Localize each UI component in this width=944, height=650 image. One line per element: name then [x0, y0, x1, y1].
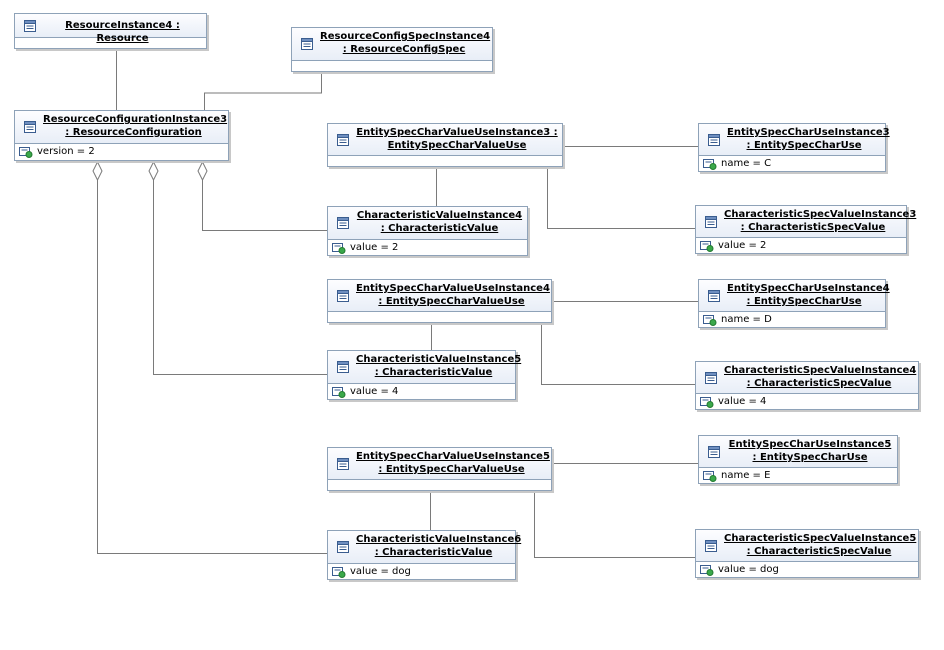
instance-icon	[337, 361, 349, 373]
attribute-row: version = 2	[15, 144, 228, 160]
attribute-icon	[332, 243, 346, 254]
attribute-icon	[700, 241, 714, 252]
instance-icon	[337, 289, 349, 302]
node-title: EntitySpecCharValueUseInstance4 : Entity…	[356, 283, 550, 307]
node-escvu-instance3[interactable]: EntitySpecCharValueUseInstance3 : Entity…	[327, 123, 563, 167]
composition-diamond	[148, 160, 159, 182]
attribute-row: name = C	[699, 156, 885, 172]
edge-configuration-to-cv5	[153, 180, 327, 375]
instance-icon	[24, 19, 36, 32]
attribute-icon	[332, 387, 346, 398]
node-title: CharacteristicSpecValueInstance3 : Chara…	[724, 209, 917, 233]
attribute-value: value = dog	[718, 564, 779, 575]
attribute-value: value = 4	[718, 396, 767, 407]
node-title: ResourceConfigSpecInstance4 : ResourceCo…	[320, 31, 491, 55]
edge-escvu5-to-csv5	[534, 491, 695, 558]
attribute-icon	[703, 159, 717, 170]
attribute-row: value = 4	[328, 384, 515, 400]
attribute-value: name = D	[721, 314, 772, 325]
attribute-value: value = 4	[350, 386, 399, 397]
attribute-row: value = dog	[328, 564, 515, 580]
attribute-value: value = 2	[350, 242, 399, 253]
node-title: EntitySpecCharValueUseInstance5 : Entity…	[356, 451, 550, 475]
attribute-icon	[19, 147, 33, 158]
attribute-row: value = 4	[696, 394, 918, 410]
attribute-icon	[700, 565, 714, 576]
node-cv-instance6[interactable]: CharacteristicValueInstance6 : Character…	[327, 530, 521, 580]
node-csv-instance5[interactable]: CharacteristicSpecValueInstance5 : Chara…	[695, 529, 919, 578]
node-title: EntitySpecCharValueUseInstance3 : Entity…	[356, 127, 558, 151]
node-escu-instance5[interactable]: EntitySpecCharUseInstance5 : EntitySpecC…	[698, 435, 898, 484]
instance-icon	[708, 133, 720, 146]
node-escu-instance3[interactable]: EntitySpecCharUseInstance3 : EntitySpecC…	[698, 123, 890, 172]
instance-icon	[705, 539, 717, 552]
instance-icon	[24, 121, 36, 133]
edge-configuration-to-cv6	[97, 180, 327, 554]
composition-diamond	[92, 160, 103, 182]
node-escu-instance4[interactable]: EntitySpecCharUseInstance4 : EntitySpecC…	[698, 279, 890, 328]
attribute-value: value = 2	[718, 240, 767, 251]
attribute-row: name = D	[699, 312, 885, 328]
attribute-icon	[332, 567, 346, 578]
node-cv-instance5[interactable]: CharacteristicValueInstance5 : Character…	[327, 350, 521, 400]
attribute-row: value = dog	[696, 562, 918, 578]
edge-configuration-to-cv4	[202, 180, 327, 231]
attribute-icon	[703, 471, 717, 482]
node-title: CharacteristicSpecValueInstance4 : Chara…	[724, 365, 917, 389]
instance-icon	[337, 133, 349, 146]
node-csv-instance4[interactable]: CharacteristicSpecValueInstance4 : Chara…	[695, 361, 919, 410]
node-title: EntitySpecCharUseInstance4 : EntitySpecC…	[727, 283, 890, 307]
node-title: CharacteristicValueInstance4 : Character…	[356, 210, 523, 234]
instance-icon	[301, 38, 313, 50]
node-title: CharacteristicValueInstance5 : Character…	[356, 354, 522, 378]
node-resource-config-spec-instance4[interactable]: ResourceConfigSpecInstance4 : ResourceCo…	[291, 27, 493, 72]
composition-diamond	[197, 160, 208, 182]
attribute-row: name = E	[699, 468, 897, 484]
instance-icon	[337, 541, 349, 553]
attribute-row: value = 2	[328, 240, 527, 256]
attribute-row: value = 2	[696, 238, 906, 254]
node-title: EntitySpecCharUseInstance5 : EntitySpecC…	[728, 439, 892, 463]
attribute-value: value = dog	[350, 566, 411, 577]
node-title: EntitySpecCharUseInstance3 : EntitySpecC…	[727, 127, 890, 151]
instance-icon	[705, 215, 717, 228]
attribute-value: name = C	[721, 158, 772, 169]
edge-escvu4-to-csv4	[541, 323, 695, 385]
attribute-icon	[703, 315, 717, 326]
node-title: ResourceInstance4 : Resource	[65, 20, 180, 44]
instance-icon	[705, 371, 717, 384]
instance-icon	[337, 217, 349, 229]
edge-escvu3-to-csv3	[547, 167, 695, 229]
node-resource-configuration-instance3[interactable]: ResourceConfigurationInstance3 : Resourc…	[14, 110, 229, 161]
node-resource-instance4[interactable]: ResourceInstance4 : Resource	[14, 13, 207, 49]
node-title: ResourceConfigurationInstance3 : Resourc…	[43, 114, 228, 138]
node-title: CharacteristicSpecValueInstance5 : Chara…	[724, 533, 917, 557]
attribute-value: version = 2	[37, 146, 95, 157]
instance-icon	[337, 457, 349, 470]
attribute-value: name = E	[721, 470, 771, 481]
node-escvu-instance4[interactable]: EntitySpecCharValueUseInstance4 : Entity…	[327, 279, 552, 323]
instance-icon	[708, 445, 720, 458]
node-csv-instance3[interactable]: CharacteristicSpecValueInstance3 : Chara…	[695, 205, 916, 254]
edge-configspec-to-configuration	[204, 72, 322, 110]
instance-icon	[708, 289, 720, 302]
node-cv-instance4[interactable]: CharacteristicValueInstance4 : Character…	[327, 206, 528, 256]
node-escvu-instance5[interactable]: EntitySpecCharValueUseInstance5 : Entity…	[327, 447, 552, 491]
node-title: CharacteristicValueInstance6 : Character…	[356, 534, 522, 558]
attribute-icon	[700, 397, 714, 408]
